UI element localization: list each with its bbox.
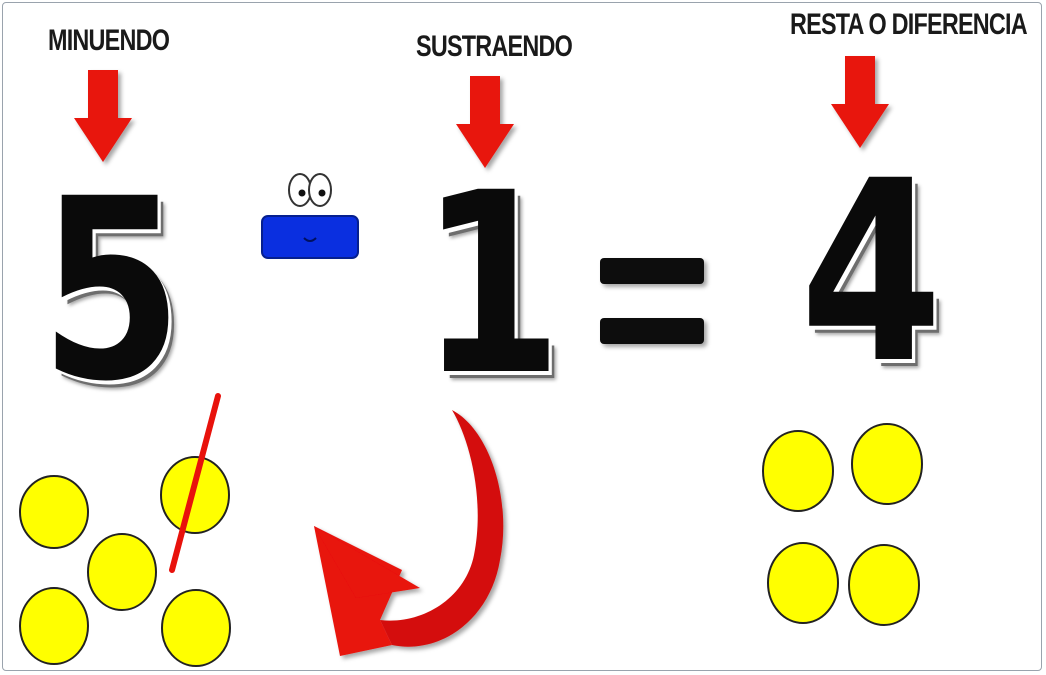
minuend-digit: 5 (40, 145, 183, 436)
coin (160, 456, 230, 534)
label-resta-o-diferencia: RESTA O DIFERENCIA (790, 8, 1028, 41)
subtrahend-digit: 1 (420, 139, 563, 430)
equals-sign (600, 258, 704, 344)
minus-sign-with-eyes-icon (261, 173, 359, 259)
strike-line-icon (169, 393, 221, 573)
curved-return-arrow-icon (314, 410, 504, 656)
label-sustraendo: SUSTRAENDO (416, 30, 573, 63)
coin (19, 475, 89, 549)
down-arrow-icon (456, 76, 514, 168)
coin (848, 544, 920, 626)
minuend-coins (19, 456, 231, 667)
coin (19, 587, 89, 665)
label-minuendo: MINUENDO (48, 24, 170, 57)
coin (851, 423, 923, 505)
down-arrow-icon (74, 70, 132, 162)
down-arrow-icon (831, 56, 889, 148)
coin (161, 589, 231, 667)
coin (762, 430, 834, 512)
coin (87, 533, 157, 611)
difference-digit: 4 (800, 127, 943, 418)
coin (767, 542, 839, 624)
difference-coins (762, 423, 923, 626)
